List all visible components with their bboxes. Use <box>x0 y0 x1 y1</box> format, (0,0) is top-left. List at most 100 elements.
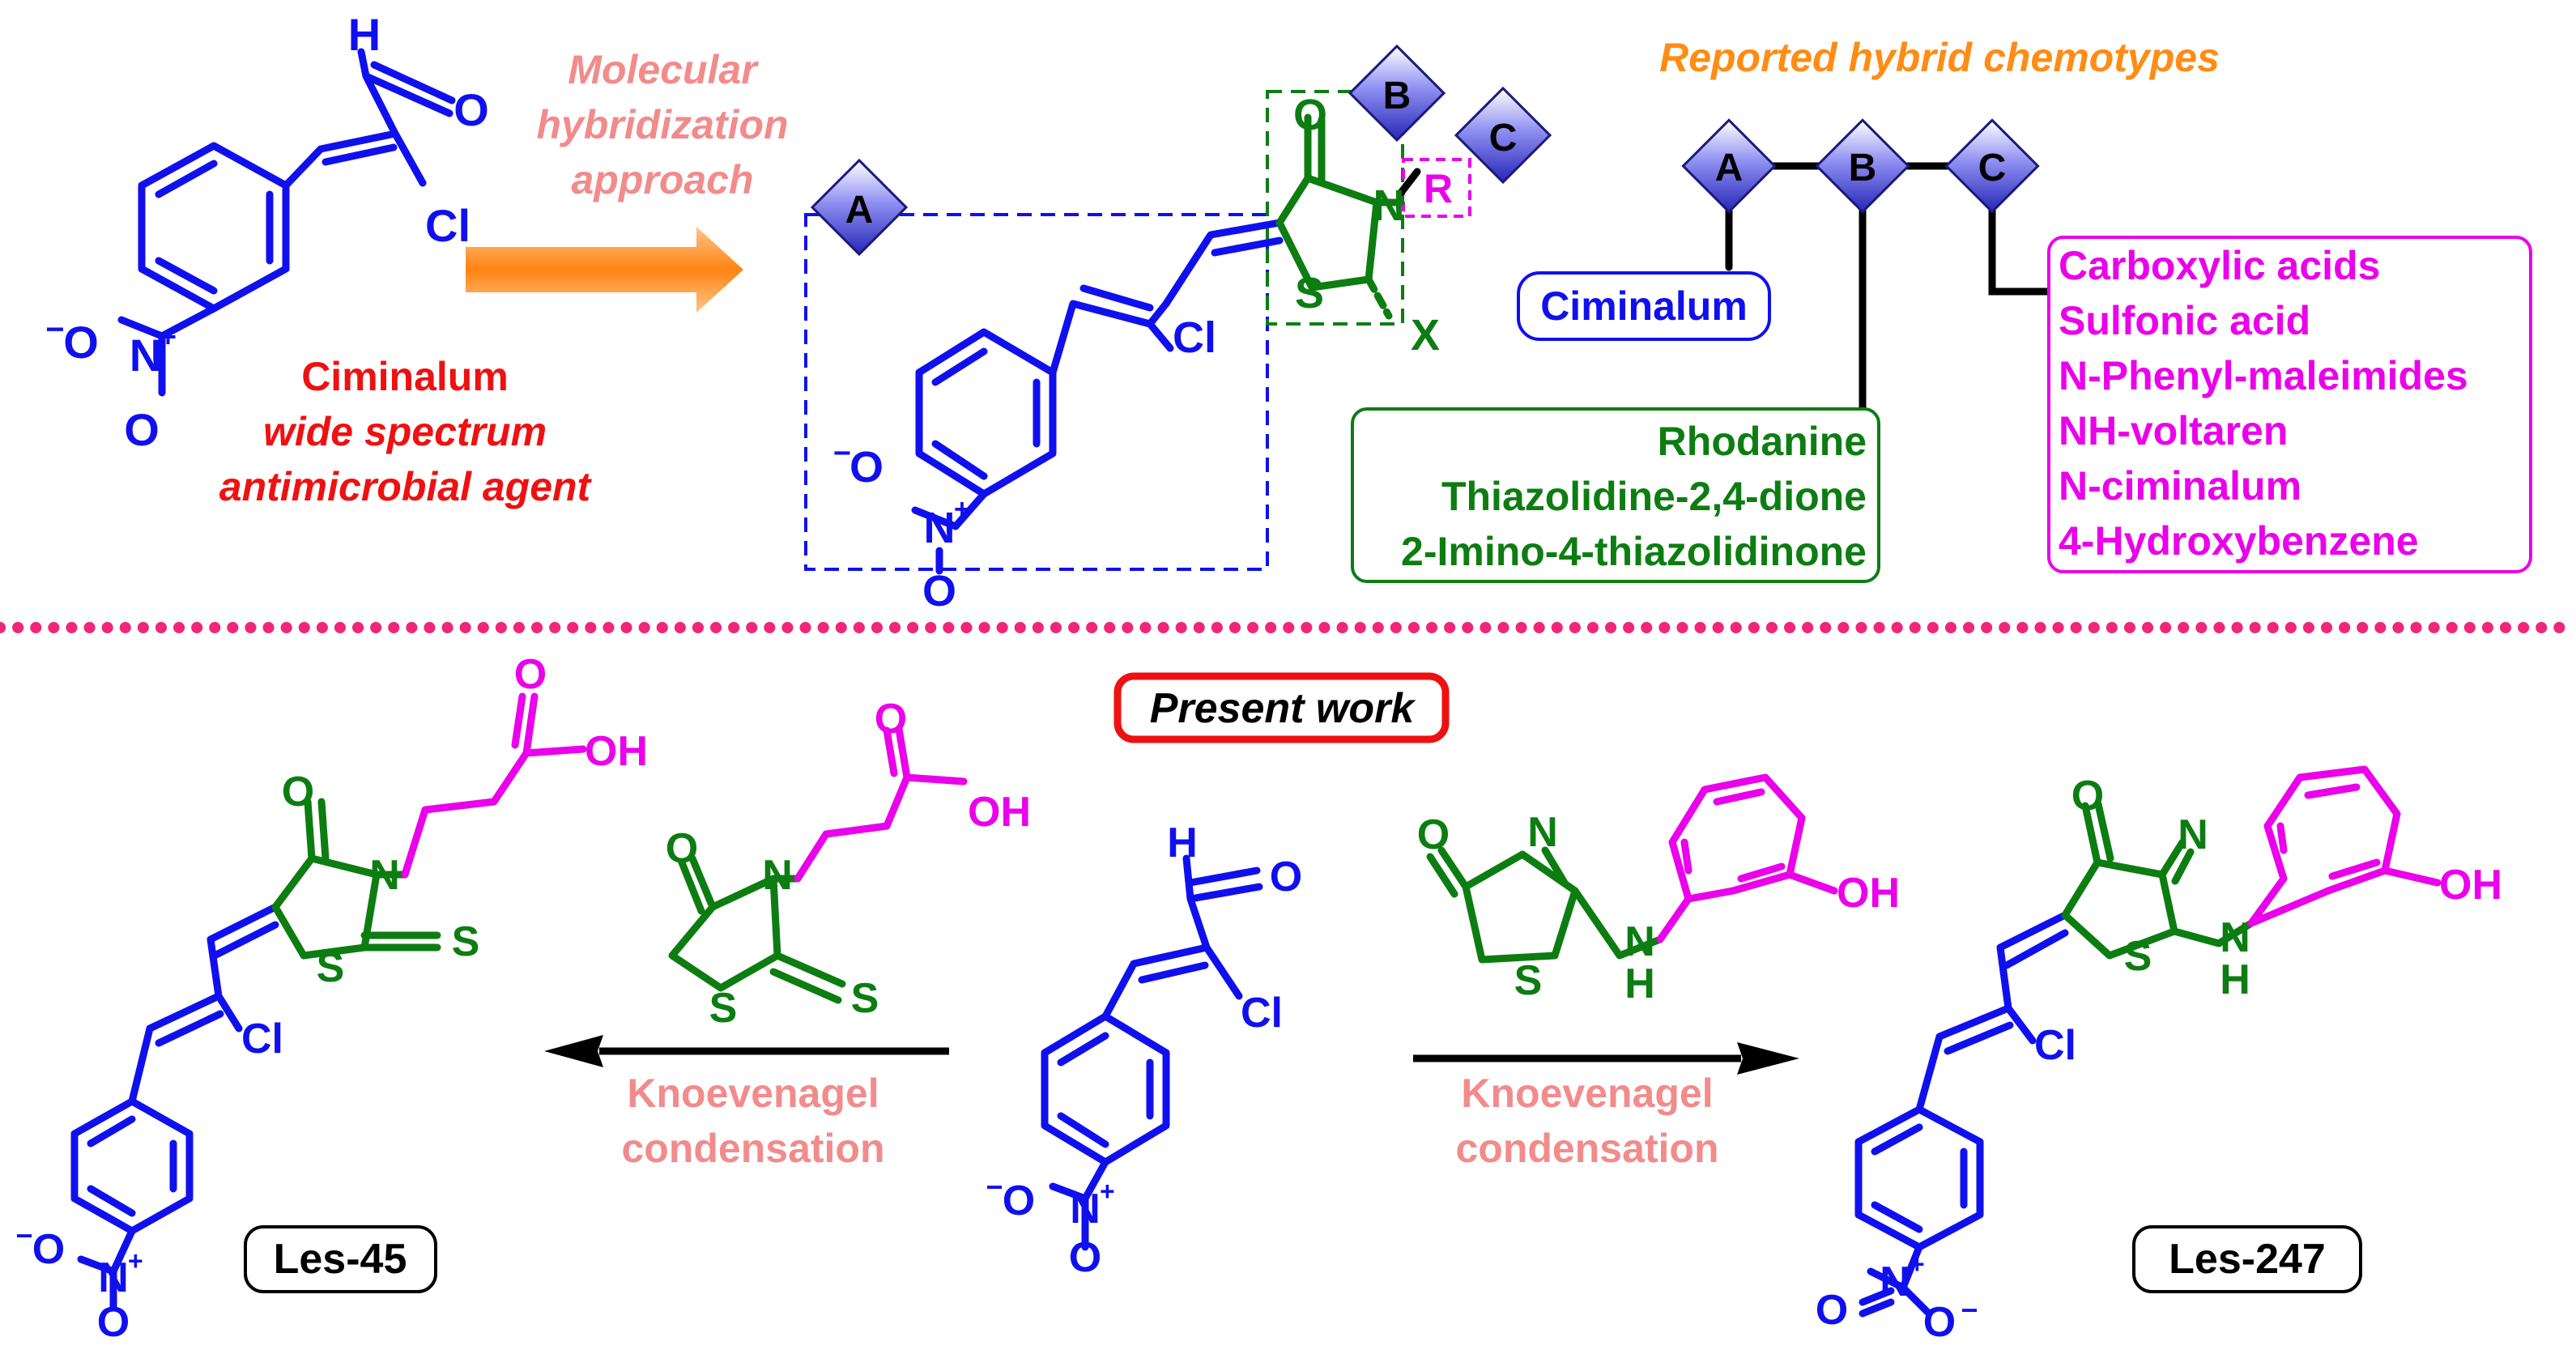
aldehyde-minus-charge: − <box>986 1170 1003 1203</box>
ciminalum-cl-atom: Cl <box>425 200 470 251</box>
chemotype-diamond-a: A <box>1681 118 1777 214</box>
ciminalum-plus-charge: + <box>160 320 177 353</box>
hybrid-minus-charge: − <box>833 436 851 470</box>
hybrid-diamond-c-label: C <box>1489 117 1518 160</box>
les45-label-box <box>244 1225 437 1293</box>
left-reaction-line2: condensation <box>621 1126 884 1171</box>
right-reaction-line2: condensation <box>1455 1126 1718 1171</box>
reagent-acid-o-atom: O <box>875 696 907 743</box>
les45-nitro-n-atom: N <box>98 1254 129 1301</box>
ciminalum-o2-atom: O <box>124 404 160 455</box>
fragment-b-list-box <box>1351 407 1880 583</box>
present-work-box <box>1113 672 1450 743</box>
reagent-imino-nh-n-atom: N <box>1624 918 1655 965</box>
reagent-imino-n-ring-atom: N <box>1527 809 1558 856</box>
les45-s-thione-atom: S <box>452 918 480 965</box>
hybrid-diamond-b-label: B <box>1383 75 1411 117</box>
fragment-b-item: Rhodanine <box>1658 419 1867 464</box>
les247-s-atom: S <box>2124 933 2152 980</box>
ciminalum-h-atom: H <box>348 9 381 60</box>
les247-n-ring-atom: N <box>2178 811 2208 858</box>
present-work-title: Present work <box>1150 685 1417 732</box>
fragment-b-item: Thiazolidine-2,4-dione <box>1441 474 1867 519</box>
fragment-c-item: Carboxylic acids <box>2059 243 2380 288</box>
aldehyde-o-atom: O <box>1270 854 1302 901</box>
les45-o-minus-atom: O <box>32 1226 65 1273</box>
fragment-c-item: N-Phenyl-maleimides <box>2059 353 2468 398</box>
hybrid-n-atom: N <box>1373 181 1405 230</box>
les45-n-atom: N <box>369 852 400 899</box>
chemotype-diamond-c-label: C <box>1978 147 2007 189</box>
chemotypes-heading: Reported hybrid chemotypes <box>1659 35 2220 80</box>
reagent-imino-nh-h-atom: H <box>1624 960 1655 1007</box>
aldehyde-n-atom: N <box>1070 1186 1101 1233</box>
hybrid-diamond-c: C <box>1454 86 1552 185</box>
les247-o-right-atom: O <box>1923 1299 1956 1346</box>
reagent-imino-o-atom: O <box>1417 811 1450 858</box>
les45-minus-charge: − <box>15 1219 32 1252</box>
orange-gradient-arrow-icon <box>466 227 743 313</box>
les247-plus-charge: + <box>1910 1250 1925 1279</box>
ciminalum-structure: H O Cl N + O − O <box>45 9 488 455</box>
ciminalum-o-atom: O <box>453 84 489 135</box>
right-reaction-line1: Knoevenagel <box>1461 1071 1713 1116</box>
reagent-acid-oh-group: OH <box>968 789 1031 836</box>
fragment-a-label-box <box>1517 271 1771 341</box>
reagent-rhodanine-n-atom: N <box>762 852 793 899</box>
chemotype-diamond-c: C <box>1944 118 2040 214</box>
les45-acid-o-atom: O <box>514 651 547 698</box>
les247-label-box <box>2132 1225 2362 1293</box>
generic-hybrid-structure: O N S X R Cl N + O − O <box>833 91 1453 615</box>
les247-minus-charge: − <box>1961 1293 1978 1326</box>
hybrid-diamond-a: A <box>810 158 909 257</box>
left-reaction-arrow <box>544 1035 949 1067</box>
les45-cl-atom: Cl <box>241 1016 283 1062</box>
ciminalum-desc-line2: antimicrobial agent <box>219 464 593 509</box>
aldehyde-cl-atom: Cl <box>1241 990 1283 1037</box>
hybrid-x-atom: X <box>1411 311 1440 360</box>
chemotype-diamond-b: B <box>1815 118 1910 214</box>
les247-cl-atom: Cl <box>2034 1022 2076 1069</box>
fragment-c-item: NH-voltaren <box>2059 408 2288 453</box>
aldehyde-plus-charge: + <box>1100 1177 1115 1206</box>
hybrid-o2-atom: O <box>922 567 956 615</box>
right-reaction-arrow <box>1413 1042 1799 1075</box>
center-aldehyde-structure: H O Cl N + O − O <box>986 820 1302 1281</box>
ciminalum-desc-line1: wide spectrum <box>263 409 547 454</box>
iminothiazolidinone-reagent: O N S N H OH <box>1417 773 1900 1007</box>
approach-line1: Molecular <box>568 47 759 92</box>
hybrid-r-group: R <box>1424 166 1453 211</box>
les45-s-ring-atom: S <box>317 944 345 991</box>
hybrid-diamond-b: B <box>1348 44 1446 143</box>
reagent-rhodanine-s-thione-atom: S <box>851 975 879 1022</box>
fragment-a-box <box>804 213 1269 571</box>
les45-o-atom: O <box>282 769 314 815</box>
ciminalum-name: Ciminalum <box>301 354 509 399</box>
chemotype-diamond-a-label: A <box>1715 147 1744 189</box>
les247-nh-n-atom: N <box>2220 914 2250 961</box>
hybrid-cl-atom: Cl <box>1173 313 1216 362</box>
les247-label: Les-247 <box>2169 1236 2326 1283</box>
les247-o-left-atom: O <box>1816 1287 1848 1334</box>
approach-line3: approach <box>571 157 753 202</box>
reagent-phenol-oh-group: OH <box>1837 870 1900 917</box>
approach-line2: hybridization <box>536 102 788 147</box>
les247-oh-group: OH <box>2439 862 2502 909</box>
fragment-c-item: Sulfonic acid <box>2059 298 2310 343</box>
fragment-b-box <box>1266 90 1404 326</box>
fragment-c-item: N-ciminalum <box>2059 463 2301 509</box>
reagent-imino-s-atom: S <box>1514 957 1543 1004</box>
aldehyde-h-atom: H <box>1167 820 1198 866</box>
les247-nh-h-atom: H <box>2220 956 2250 1003</box>
les45-oh-group: OH <box>585 728 648 775</box>
les45-plus-charge: + <box>128 1246 143 1275</box>
fragment-c-item: 4-Hydroxybenzene <box>2059 518 2419 564</box>
chemotype-diamond-b-label: B <box>1849 147 1877 189</box>
ciminalum-o-minus-atom: O <box>63 317 99 368</box>
hybrid-o-atom: O <box>1293 91 1327 139</box>
reagent-rhodanine-s-ring-atom: S <box>709 985 738 1032</box>
fragment-c-list-box <box>2047 236 2532 573</box>
hybrid-diamond-a-label: A <box>845 189 874 232</box>
hybrid-plus-charge: + <box>954 494 970 525</box>
